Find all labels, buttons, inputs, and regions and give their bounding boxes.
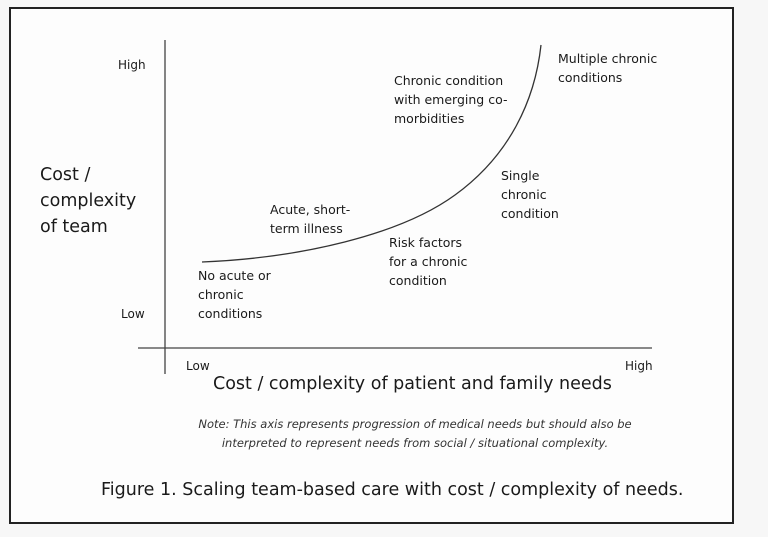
y-high-label: High (118, 58, 146, 72)
annotation-no-acute: No acute or chronic conditions (198, 268, 271, 321)
x-high-label: High (625, 359, 653, 373)
annotation-risk-factors: Risk factors for a chronic condition (389, 235, 468, 288)
annotation-single-chronic: Single chronic condition (501, 168, 559, 221)
annotation-multiple-chronic: Multiple chronic conditions (558, 51, 658, 85)
figure-frame (9, 7, 734, 524)
x-low-label: Low (186, 359, 210, 373)
growth-curve (201, 44, 542, 263)
x-axis-title: Cost / complexity of patient and family … (213, 374, 612, 394)
note-line-1: Note: This axis represents progression o… (198, 417, 632, 431)
y-low-label: Low (121, 307, 145, 321)
y-axis-title: Cost / complexity of team (40, 165, 137, 237)
annotation-acute: Acute, short- term illness (270, 202, 351, 236)
axis-note: Note: This axis represents progression o… (130, 415, 700, 453)
note-line-2: interpreted to represent needs from soci… (221, 436, 609, 450)
annotation-emerging-comorbidities: Chronic condition with emerging co- morb… (394, 73, 508, 126)
figure-caption: Figure 1. Scaling team-based care with c… (101, 480, 684, 500)
